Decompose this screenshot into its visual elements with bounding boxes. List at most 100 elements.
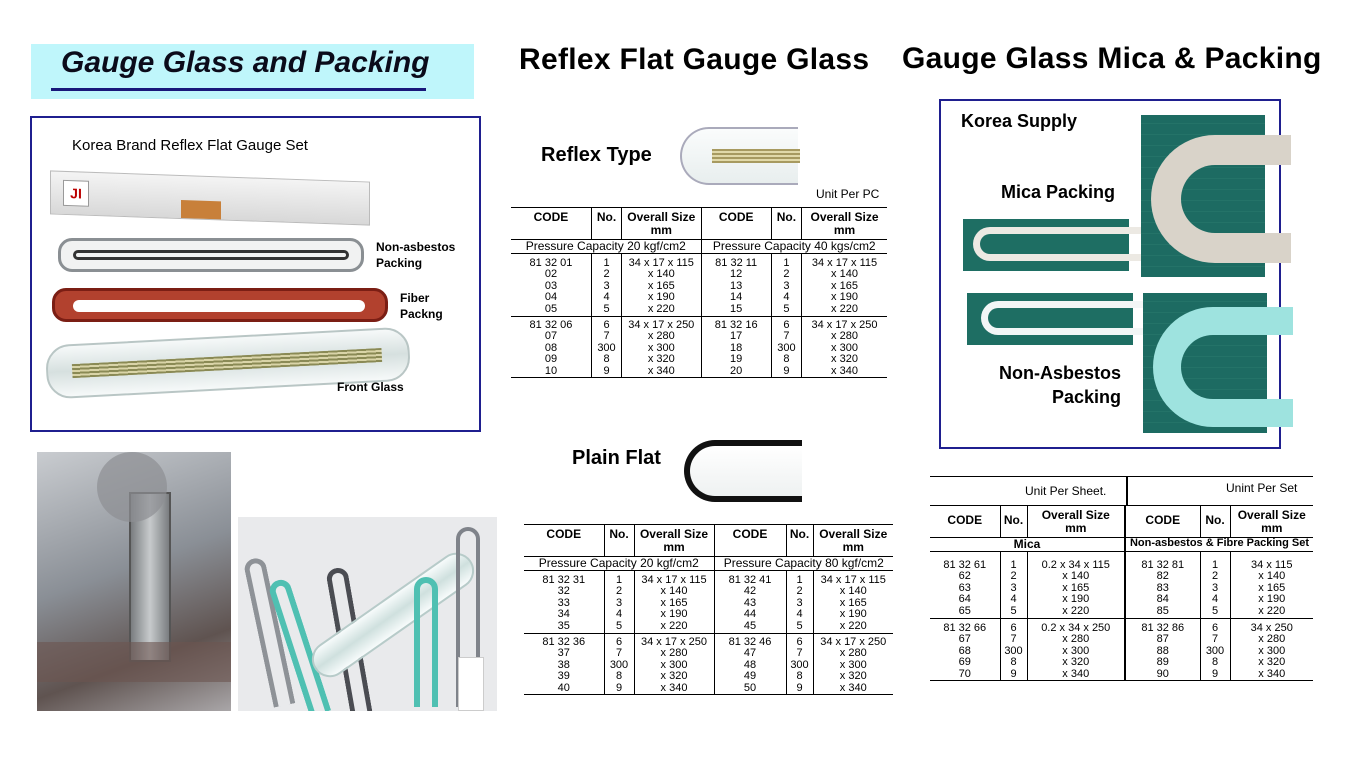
reflex-table: CODE No. Overall Size mm CODE No. Overal… bbox=[511, 206, 887, 379]
numbers: 1 2 3 4 5 bbox=[770, 253, 802, 317]
korea-set-title: Korea Brand Reflex Flat Gauge Set bbox=[72, 137, 308, 154]
codes: 81 32 46 47 48 49 50 bbox=[713, 632, 786, 696]
plain-table: CODE No. Overall Size mm CODE No. Overal… bbox=[524, 523, 893, 696]
fiber-packing-image bbox=[52, 288, 388, 322]
reflex-type-title: Reflex Type bbox=[541, 144, 652, 166]
assorted-gauge-glass-photo bbox=[238, 517, 497, 711]
col-code: CODE bbox=[524, 523, 604, 558]
mica-table: CODE No. Overall Size mm CODE No. Overal… bbox=[930, 504, 1313, 682]
numbers: 1 2 3 4 5 bbox=[999, 551, 1027, 619]
col-size: Overall Size mm bbox=[1229, 504, 1313, 539]
title-banner: Gauge Glass and Packing bbox=[31, 44, 474, 99]
category-mica: Mica bbox=[930, 537, 1125, 552]
col-size: Overall Size mm bbox=[801, 206, 887, 241]
sizes: 0.2 x 34 x 115 x 140 x 165 x 190 x 220 bbox=[1026, 551, 1125, 619]
numbers: 1 2 3 4 5 bbox=[785, 570, 813, 634]
col-no: No. bbox=[999, 504, 1027, 539]
col-no: No. bbox=[1199, 504, 1230, 539]
mica-section-title: Gauge Glass Mica & Packing bbox=[902, 42, 1322, 75]
col-size: Overall Size mm bbox=[812, 523, 893, 558]
korea-supply-panel: Korea Supply Mica Packing Non-Asbestos P… bbox=[939, 99, 1293, 449]
box-logo: JI bbox=[63, 179, 89, 207]
pressure-capacity-left: Pressure Capacity 20 kgf/cm2 bbox=[511, 239, 701, 254]
sizes: 34 x 17 x 250 x 280 x 300 x 320 x 340 bbox=[621, 315, 701, 379]
fiber-label: Fiber Packng bbox=[400, 291, 443, 322]
mica-unit-right: Unint Per Set bbox=[1226, 481, 1298, 495]
sizes: 34 x 17 x 115 x 140 x 165 x 190 x 220 bbox=[633, 570, 714, 634]
sizes: 34 x 17 x 115 x 140 x 165 x 190 x 220 bbox=[812, 570, 893, 634]
table-row: 81 32 01 02 03 04 05 1 2 3 4 5 34 x 17 x… bbox=[511, 253, 887, 317]
korea-set-panel: Korea Brand Reflex Flat Gauge Set JI Non… bbox=[30, 116, 481, 432]
reflex-unit: Unit Per PC bbox=[816, 187, 880, 201]
plain-flat-title: Plain Flat bbox=[572, 447, 661, 469]
col-no: No. bbox=[603, 523, 634, 558]
pressure-capacity-right: Pressure Capacity 80 kgf/cm2 bbox=[713, 556, 893, 571]
numbers: 6 7 300 8 9 bbox=[770, 315, 802, 379]
col-no: No. bbox=[770, 206, 802, 241]
codes: 81 32 86 87 88 89 90 bbox=[1124, 617, 1200, 682]
reflex-glass-image bbox=[680, 127, 800, 185]
numbers: 1 2 3 4 5 bbox=[590, 253, 622, 317]
plain-glass-image bbox=[684, 440, 802, 502]
table-row: 81 32 06 07 08 09 10 6 7 300 8 9 34 x 17… bbox=[511, 315, 887, 379]
mica-unit-left: Unit Per Sheet. bbox=[1025, 484, 1107, 498]
mica-strip-photo bbox=[963, 219, 1143, 271]
sizes: 34 x 17 x 250 x 280 x 300 x 320 x 340 bbox=[801, 315, 887, 379]
col-code: CODE bbox=[930, 504, 1000, 539]
non-asbestos-label: Non-asbestos Packing bbox=[376, 240, 456, 271]
non-asbestos-strip-photo bbox=[967, 293, 1151, 345]
table-row: 81 32 61 62 63 64 65 1 2 3 4 5 0.2 x 34 … bbox=[930, 551, 1313, 619]
codes: 81 32 06 07 08 09 10 bbox=[511, 315, 592, 379]
product-box-image: JI bbox=[50, 170, 370, 226]
codes: 81 32 16 17 18 19 20 bbox=[700, 315, 772, 379]
col-no: No. bbox=[785, 523, 813, 558]
sizes: 34 x 115 x 140 x 165 x 190 x 220 bbox=[1229, 551, 1313, 619]
non-asbestos-packing-image bbox=[58, 238, 364, 272]
box-label bbox=[181, 199, 221, 220]
sizes: 34 x 17 x 250 x 280 x 300 x 320 x 340 bbox=[812, 632, 893, 696]
numbers: 6 7 300 8 9 bbox=[785, 632, 813, 696]
col-size: Overall Size mm bbox=[633, 523, 714, 558]
codes: 81 32 36 37 38 39 40 bbox=[524, 632, 604, 696]
front-glass-label: Front Glass bbox=[337, 380, 404, 394]
col-no: No. bbox=[590, 206, 622, 241]
numbers: 6 7 300 8 9 bbox=[1199, 617, 1230, 682]
sizes: 34 x 17 x 115 x 140 x 165 x 190 x 220 bbox=[621, 253, 701, 317]
table-row: 81 32 36 37 38 39 40 6 7 300 8 9 34 x 17… bbox=[524, 632, 893, 696]
table-row: 81 32 31 32 33 34 35 1 2 3 4 5 34 x 17 x… bbox=[524, 570, 893, 634]
pressure-capacity-right: Pressure Capacity 40 kgs/cm2 bbox=[700, 239, 887, 254]
table-row: 81 32 66 67 68 69 70 6 7 300 8 9 0.2 x 3… bbox=[930, 617, 1313, 682]
sizes: 34 x 17 x 115 x 140 x 165 x 190 x 220 bbox=[801, 253, 887, 317]
numbers: 1 2 3 4 5 bbox=[603, 570, 634, 634]
col-code: CODE bbox=[700, 206, 772, 241]
korea-supply-title: Korea Supply bbox=[961, 111, 1078, 131]
codes: 81 32 61 62 63 64 65 bbox=[943, 558, 987, 617]
sizes: 0.2 x 34 x 250 x 280 x 300 x 320 x 340 bbox=[1026, 617, 1125, 682]
col-size: Overall Size mm bbox=[1026, 504, 1125, 539]
codes: 81 32 31 32 33 34 35 bbox=[542, 573, 586, 632]
codes: 81 32 01 02 03 04 05 bbox=[529, 256, 573, 315]
banner-title: Gauge Glass and Packing bbox=[61, 46, 430, 79]
category-non-asbestos: Non-asbestos & Fibre Packing Set bbox=[1124, 538, 1313, 552]
boiler-installation-photo bbox=[37, 452, 231, 711]
col-code: CODE bbox=[511, 206, 592, 241]
non-asbestos-packing-label: Non-Asbestos Packing bbox=[999, 363, 1122, 408]
numbers: 1 2 3 4 5 bbox=[1199, 551, 1230, 619]
numbers: 6 7 300 8 9 bbox=[603, 632, 634, 696]
codes: 81 32 11 12 13 14 15 bbox=[700, 253, 772, 317]
sizes: 34 x 250 x 280 x 300 x 320 x 340 bbox=[1229, 617, 1313, 682]
col-code: CODE bbox=[1124, 504, 1200, 539]
banner-underline bbox=[51, 88, 426, 91]
reflex-section-title: Reflex Flat Gauge Glass bbox=[519, 43, 870, 76]
numbers: 6 7 300 8 9 bbox=[590, 315, 622, 379]
sizes: 34 x 17 x 250 x 280 x 300 x 320 x 340 bbox=[633, 632, 714, 696]
codes: 81 32 66 67 68 69 70 bbox=[930, 617, 1000, 682]
mica-packing-label: Mica Packing bbox=[1001, 182, 1116, 202]
pressure-capacity-left: Pressure Capacity 20 kgf/cm2 bbox=[524, 556, 714, 571]
codes: 81 32 41 42 43 44 45 bbox=[713, 570, 786, 634]
col-size: Overall Size mm bbox=[621, 206, 701, 241]
col-code: CODE bbox=[713, 523, 786, 558]
mica-closeup-photo bbox=[1141, 115, 1291, 277]
non-asbestos-closeup-photo bbox=[1143, 293, 1293, 433]
numbers: 6 7 300 8 9 bbox=[999, 617, 1027, 682]
